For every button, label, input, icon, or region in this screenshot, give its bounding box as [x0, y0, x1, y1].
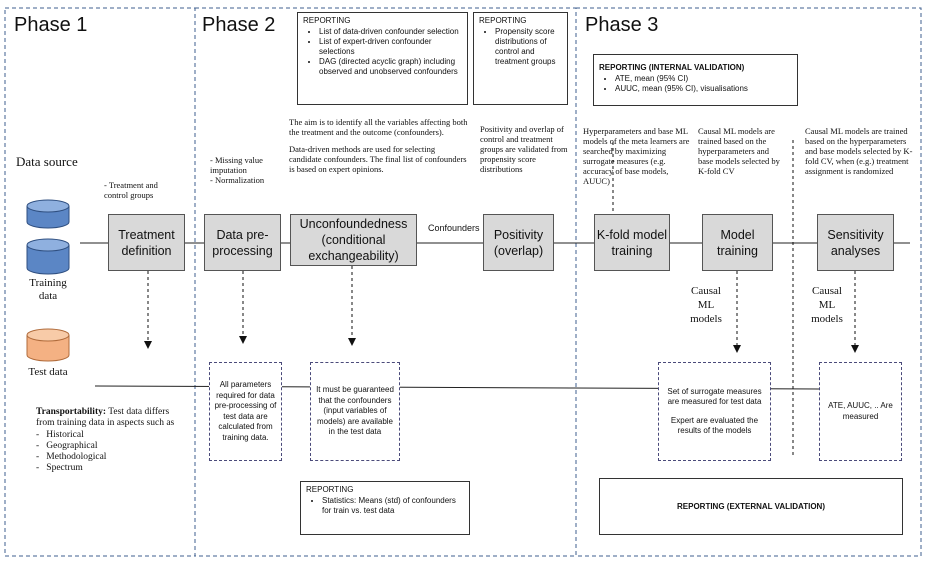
- kfold-annotation: Hyperparameters and base ML models of th…: [583, 126, 690, 186]
- test-cylinder: [26, 328, 70, 362]
- reporting-propensity-box: REPORTING Propensity score distributions…: [473, 12, 568, 105]
- surrogate-measures-box: Set of surrogate measures are measured f…: [658, 362, 771, 461]
- training-data-label: Training data: [29, 277, 67, 302]
- phase3-title: Phase 3: [585, 14, 659, 36]
- causal-ml-label-2: Causal ML models: [811, 285, 843, 325]
- confounder-guarantee-box: It must be guaranteed that the confounde…: [310, 362, 400, 461]
- sensitivity-box: Sensitivity analyses: [817, 214, 894, 271]
- parameters-test-box: All parameters required for data pre-pro…: [209, 362, 282, 461]
- reporting-confounders-box: REPORTING List of data-driven confounder…: [297, 12, 468, 105]
- positivity-box: Positivity (overlap): [483, 214, 554, 271]
- reporting-statistics-box: REPORTING Statistics: Means (std) of con…: [300, 481, 470, 535]
- model-training-box: Model training: [702, 214, 773, 271]
- test-data-label: Test data: [28, 366, 68, 378]
- causal-ml-label-1: Causal ML models: [690, 285, 722, 325]
- treatment-annotation: - Treatment and control groups: [104, 180, 158, 200]
- training-cylinder-1: [26, 199, 70, 229]
- data-source-title: Data source: [16, 154, 78, 169]
- treatment-definition-box: Treatment definition: [108, 214, 185, 271]
- positivity-annotation: Positivity and overlap of control and tr…: [480, 124, 568, 174]
- reporting-internal-validation-box: REPORTING (INTERNAL VALIDATION) ATE, mea…: [593, 54, 798, 106]
- phase3-frame: [575, 7, 922, 557]
- model-training-annotation: Causal ML models are trained based on th…: [698, 126, 780, 176]
- sensitivity-measured-box: ATE, AUUC, .. Are measured: [819, 362, 902, 461]
- kfold-box: K-fold model training: [594, 214, 670, 271]
- phase2-title: Phase 2: [202, 14, 276, 36]
- sensitivity-annotation: Causal ML models are trained based on th…: [805, 126, 913, 176]
- transportability-note: Transportability: Test data differs from…: [36, 407, 175, 473]
- data-preprocessing-box: Data pre-processing: [204, 214, 281, 271]
- unconfoundedness-box: Unconfoundedness (conditional exchangeab…: [290, 214, 417, 266]
- preprocessing-annotation: - Missing value imputation - Normalizati…: [210, 155, 265, 185]
- training-cylinder-2: [26, 238, 70, 275]
- unconfoundedness-annotation: The aim is to identify all the variables…: [289, 117, 468, 174]
- phase1-title: Phase 1: [14, 14, 88, 36]
- confounders-edge-label: Confounders: [428, 223, 480, 233]
- reporting-external-validation-box: REPORTING (EXTERNAL VALIDATION): [599, 478, 903, 535]
